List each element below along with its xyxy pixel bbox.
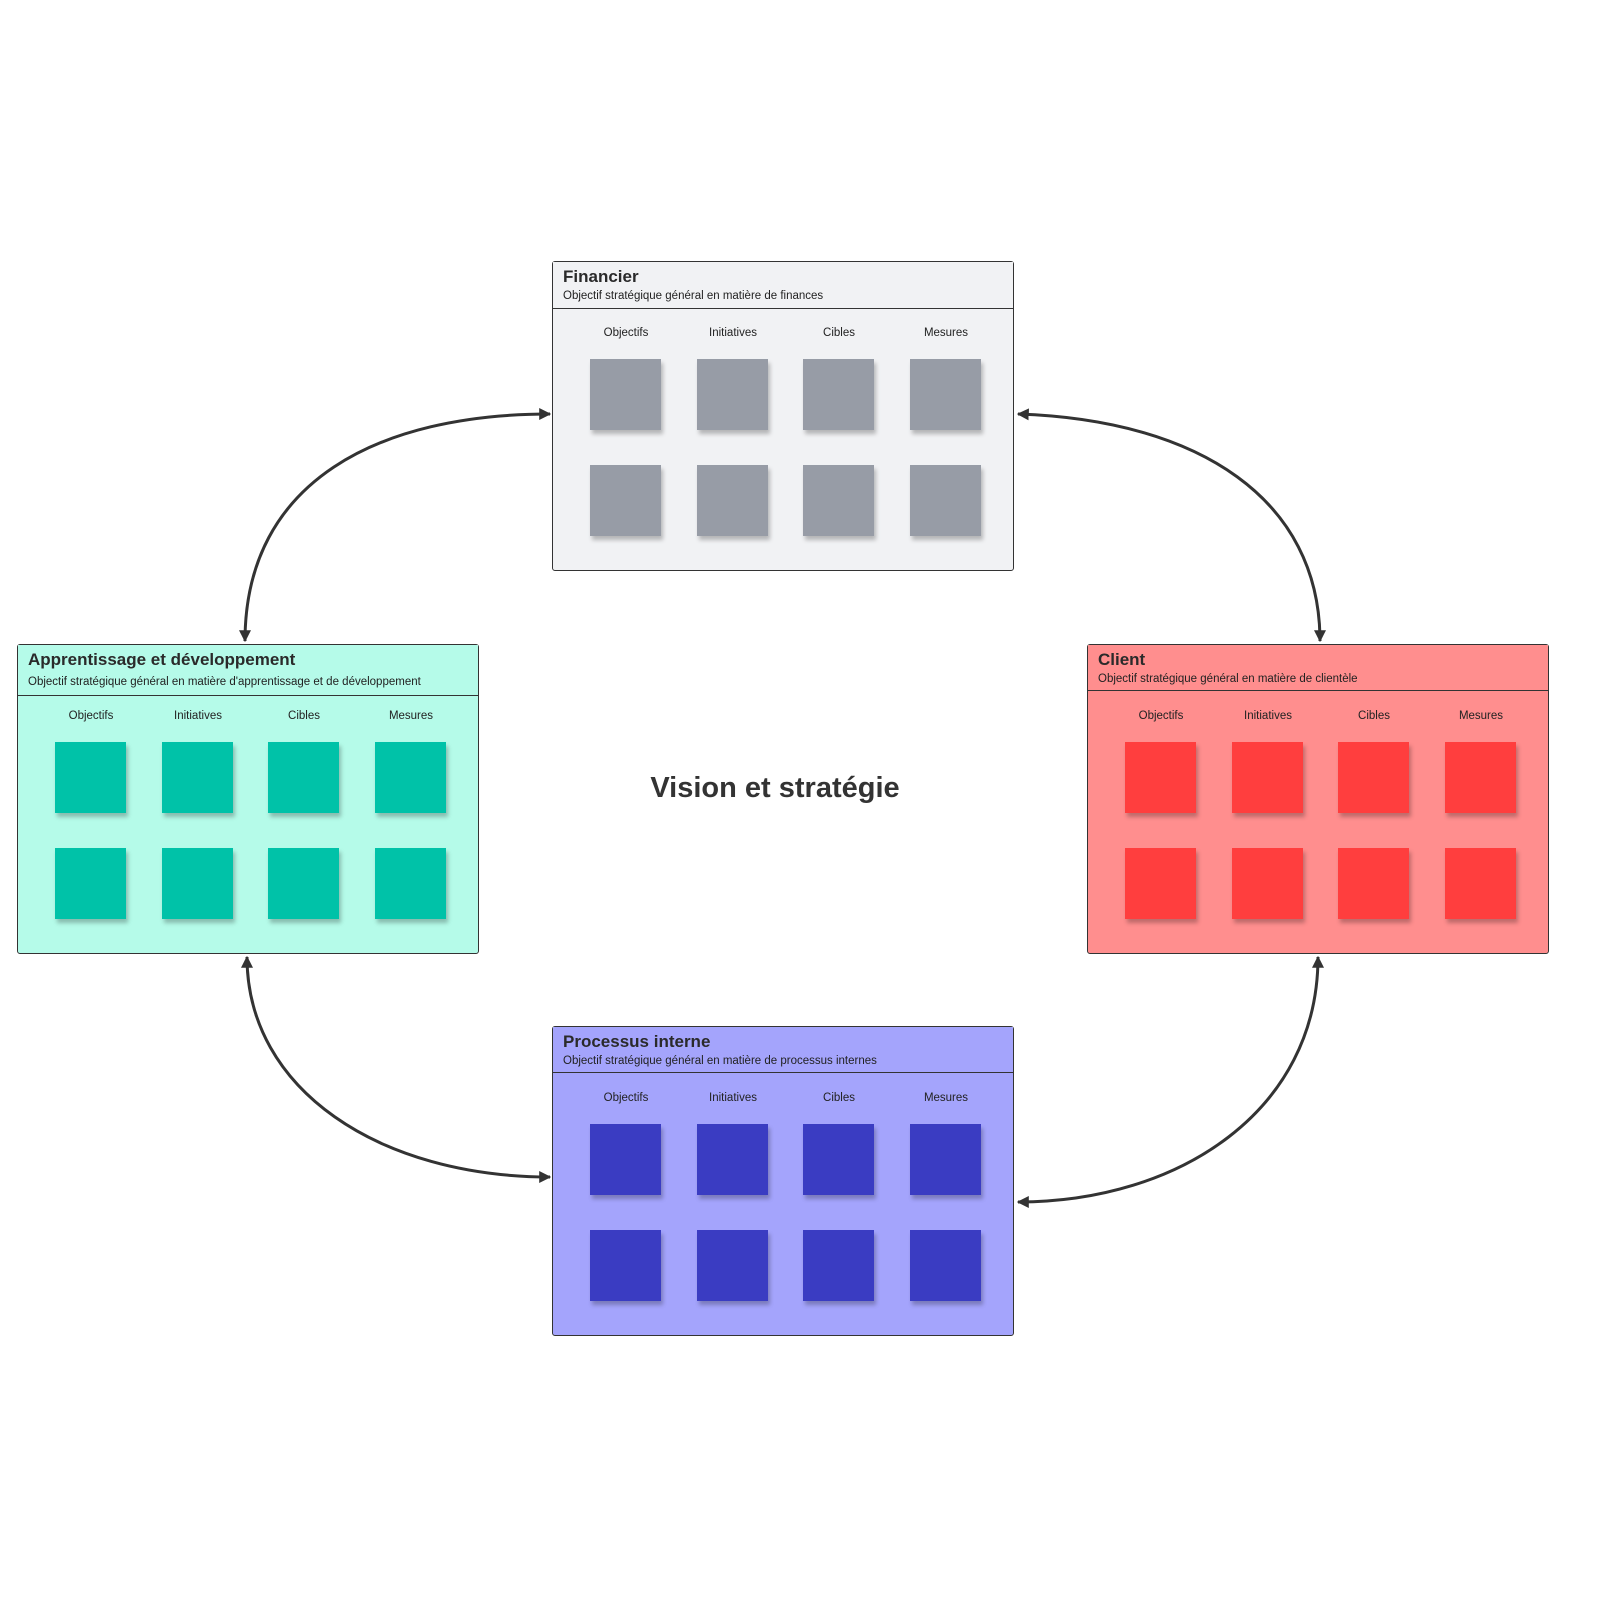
sticky-note[interactable] [697,1230,768,1301]
sticky-note[interactable] [1232,742,1303,813]
column-label-cibles: Cibles [1358,710,1390,722]
column-label-cibles: Cibles [823,1092,855,1104]
column-label-mesures: Mesures [923,1092,969,1104]
panel-title: Apprentissage et développement [28,650,296,669]
sticky-note[interactable] [268,742,339,813]
sticky-note[interactable] [697,465,768,536]
sticky-note[interactable] [1125,848,1196,919]
column-label-objectifs: Objectifs [603,327,649,339]
arrow-apprentissage-financier [239,408,552,643]
arrow-apprentissage-processus [241,955,552,1183]
column-label-mesures: Mesures [923,327,969,339]
sticky-note[interactable] [1125,742,1196,813]
sticky-note[interactable] [162,848,233,919]
sticky-note[interactable] [590,1230,661,1301]
panel-title: Financier [563,267,639,286]
arrow-client-processus [1016,955,1324,1208]
panel-subtitle: Objectif stratégique général en matière … [28,676,421,688]
panel-subtitle: Objectif stratégique général en matière … [1098,673,1358,685]
column-label-mesures: Mesures [1458,710,1504,722]
column-label-initiatives: Initiatives [709,327,757,339]
column-label-mesures: Mesures [388,710,434,722]
sticky-note[interactable] [1338,742,1409,813]
column-label-cibles: Cibles [288,710,320,722]
sticky-note[interactable] [910,1230,981,1301]
sticky-note[interactable] [162,742,233,813]
sticky-note[interactable] [803,1124,874,1195]
column-label-initiatives: Initiatives [174,710,222,722]
sticky-note[interactable] [590,359,661,430]
diagram-title: Vision et stratégie [650,772,900,804]
column-label-objectifs: Objectifs [603,1092,649,1104]
panel-subtitle: Objectif stratégique général en matière … [563,290,824,302]
sticky-note[interactable] [697,359,768,430]
sticky-note[interactable] [910,359,981,430]
sticky-note[interactable] [590,465,661,536]
sticky-note[interactable] [803,359,874,430]
sticky-note[interactable] [1232,848,1303,919]
sticky-note[interactable] [590,1124,661,1195]
column-label-objectifs: Objectifs [68,710,114,722]
sticky-note[interactable] [1445,848,1516,919]
sticky-note[interactable] [268,848,339,919]
sticky-note[interactable] [803,1230,874,1301]
sticky-note[interactable] [55,742,126,813]
panel-title: Client [1098,650,1146,669]
sticky-note[interactable] [697,1124,768,1195]
sticky-note[interactable] [910,465,981,536]
panel-subtitle: Objectif stratégique général en matière … [563,1055,877,1067]
column-label-cibles: Cibles [823,327,855,339]
arrow-financier-client [1016,408,1326,643]
sticky-note[interactable] [375,848,446,919]
column-label-initiatives: Initiatives [709,1092,757,1104]
panel-title: Processus interne [563,1032,711,1051]
sticky-note[interactable] [375,742,446,813]
sticky-note[interactable] [803,465,874,536]
column-label-objectifs: Objectifs [1138,710,1184,722]
sticky-note[interactable] [1445,742,1516,813]
sticky-note[interactable] [1338,848,1409,919]
column-label-initiatives: Initiatives [1244,710,1292,722]
sticky-note[interactable] [910,1124,981,1195]
sticky-note[interactable] [55,848,126,919]
